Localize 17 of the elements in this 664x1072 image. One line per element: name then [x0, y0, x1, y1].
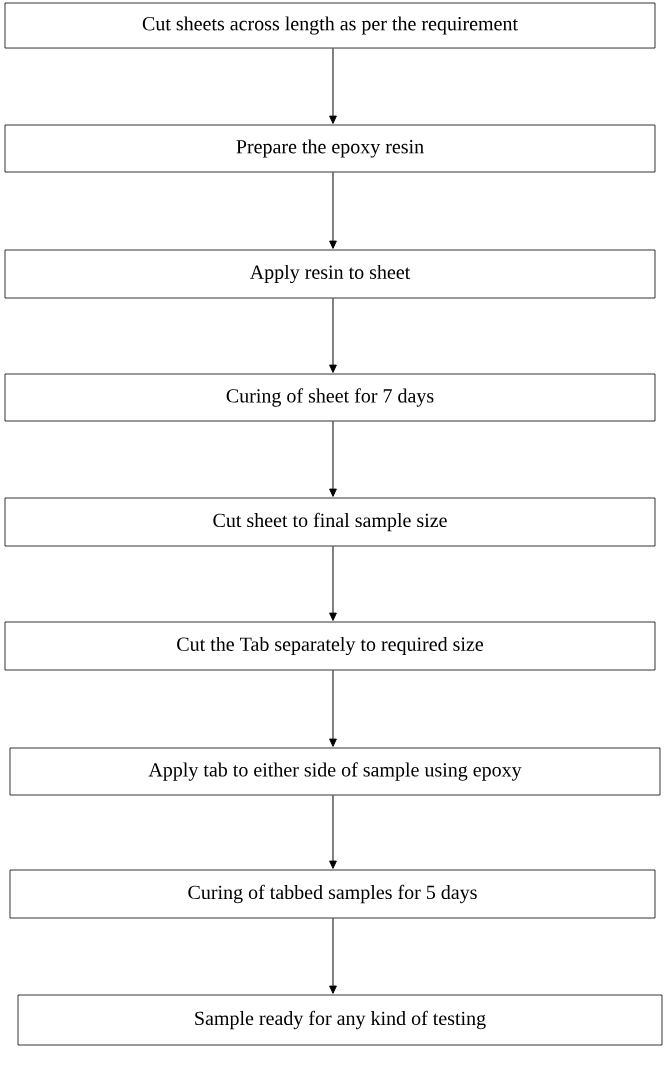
arrow: [329, 297, 337, 373]
process-box: Curing of tabbed samples for 5 days: [9, 869, 656, 919]
arrow: [329, 420, 337, 497]
process-box: Apply tab to either side of sample using epoxy: [9, 747, 661, 796]
arrow: [329, 171, 337, 249]
arrow: [329, 47, 337, 124]
arrow: [329, 669, 337, 747]
process-box: Sample ready for any kind of testing: [17, 994, 663, 1046]
arrow: [329, 545, 337, 621]
arrow: [329, 794, 337, 869]
process-box: Prepare the epoxy resin: [4, 124, 656, 173]
process-box: Curing of sheet for 7 days: [4, 373, 656, 422]
process-box: Apply resin to sheet: [4, 249, 656, 299]
process-box: Cut sheet to final sample size: [4, 497, 656, 547]
process-box: Cut the Tab separately to required size: [4, 621, 656, 671]
process-box: Cut sheets across length as per the requirement: [4, 2, 656, 49]
arrow: [329, 917, 337, 994]
